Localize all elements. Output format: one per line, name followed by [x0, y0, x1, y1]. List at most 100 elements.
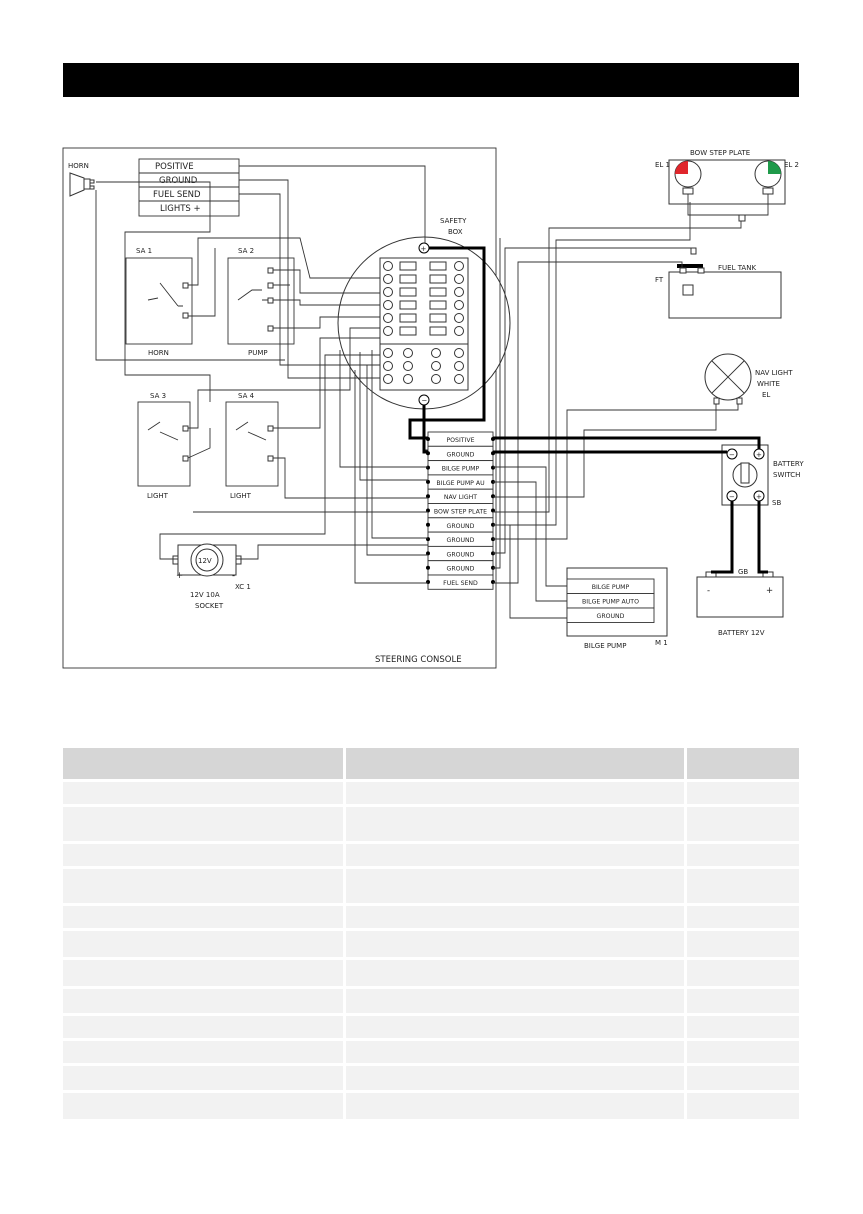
- legend-table-row: [63, 1066, 799, 1093]
- switch-sa3: [137, 401, 191, 487]
- el1-label: EL 1: [655, 161, 670, 169]
- terminal-label: FUEL SEND: [443, 580, 478, 587]
- legend-table-cell: [687, 869, 799, 903]
- legend-table-cell: [63, 906, 343, 928]
- sa3-label: SA 3: [150, 392, 166, 400]
- terminal-bow-step-plate: BOW STEP PLATE: [426, 503, 495, 519]
- pump-switch-label: PUMP: [248, 349, 268, 357]
- legend-table-cell: [687, 1093, 799, 1119]
- legend-table-cell: [63, 1066, 343, 1090]
- legend-table-cell: [346, 782, 684, 804]
- terminal-label: GROUND: [447, 551, 475, 558]
- legend-table-row: [63, 989, 799, 1016]
- legend-table-row: [63, 782, 799, 807]
- socket-minus: -: [232, 571, 235, 581]
- legend-table-cell: [687, 906, 799, 928]
- battery-label: BATTERY 12V: [718, 629, 765, 637]
- battery-switch-label-1: BATTERY: [773, 460, 804, 468]
- terminal-label: GROUND: [447, 523, 475, 530]
- connector-fuel-send: FUEL SEND: [153, 190, 201, 200]
- terminal-label: POSITIVE: [446, 437, 474, 444]
- connector-positive: POSITIVE: [155, 162, 194, 172]
- gb-label: GB: [738, 568, 748, 576]
- legend-table-cell: [346, 931, 684, 957]
- horn-switch-label: HORN: [148, 349, 169, 357]
- legend-table-cell: [687, 1066, 799, 1090]
- legend-table-cell: [346, 960, 684, 986]
- terminal-label: GROUND: [447, 537, 475, 544]
- safety-box: + −: [337, 236, 511, 410]
- sa4-label: SA 4: [238, 392, 255, 400]
- socket-plus: +: [176, 571, 183, 581]
- legend-table-cell: [63, 782, 343, 804]
- wiring-diagram: STEERING CONSOLE HORN POSITIVE GROUND FU…: [62, 147, 804, 669]
- legend-table-cell: [687, 931, 799, 957]
- legend-table-row: [63, 1041, 799, 1066]
- socket-xc1: XC 1: [235, 583, 251, 591]
- safety-box-label-1: SAFETY: [440, 217, 467, 225]
- legend-table-cell: [687, 782, 799, 804]
- legend-table-row: [63, 1093, 799, 1122]
- legend-table-cell: [346, 1066, 684, 1090]
- battery-switch: − + − +: [721, 444, 769, 506]
- legend-table-cell: [687, 960, 799, 986]
- legend-header-cell-1: [63, 748, 343, 779]
- legend-table-row: [63, 1016, 799, 1041]
- fuel-tank-label: FUEL TANK: [718, 264, 756, 272]
- nav-light-label: NAV LIGHT: [755, 369, 793, 377]
- legend-table-cell: [346, 1093, 684, 1119]
- socket-voltage: 12V: [198, 557, 212, 565]
- legend-table-cell: [63, 869, 343, 903]
- terminal-bilge-pump-au: BILGE PUMP AU: [426, 474, 495, 490]
- legend-table-cell: [346, 869, 684, 903]
- pump-terminal-label: BILGE PUMP AUTO: [582, 599, 639, 606]
- terminal-ground: GROUND: [426, 445, 495, 462]
- legend-table-cell: [346, 807, 684, 841]
- legend-table-cell: [687, 989, 799, 1013]
- m1-label: M 1: [655, 639, 668, 647]
- terminal-ground: GROUND: [426, 560, 495, 576]
- battery-plus: +: [766, 586, 773, 596]
- terminal-label: GROUND: [447, 566, 475, 573]
- legend-table-cell: [687, 1041, 799, 1063]
- light-switch-2-label: LIGHT: [230, 492, 252, 500]
- pump-terminal: GROUND: [566, 607, 655, 623]
- legend-table-row: [63, 931, 799, 960]
- legend-table-cell: [63, 931, 343, 957]
- legend-table-cell: [63, 1093, 343, 1119]
- switch-sa4: [225, 401, 279, 487]
- nav-light-color: WHITE: [757, 380, 780, 388]
- bow-step-plate-label: BOW STEP PLATE: [690, 149, 750, 157]
- legend-table-cell: [63, 989, 343, 1013]
- pump-terminal: BILGE PUMP: [566, 578, 655, 594]
- terminal-ground: GROUND: [426, 545, 495, 562]
- console-connector-block: [138, 158, 240, 217]
- steering-console-label: STEERING CONSOLE: [375, 655, 462, 665]
- horn-icon: [69, 172, 95, 197]
- light-switch-1-label: LIGHT: [147, 492, 169, 500]
- ft-label: FT: [655, 276, 664, 284]
- legend-table-cell: [346, 844, 684, 866]
- pump-terminal: BILGE PUMP AUTO: [566, 593, 655, 609]
- pump-terminal-label: BILGE PUMP: [592, 584, 630, 591]
- legend-table-cell: [63, 844, 343, 866]
- terminal-label: BOW STEP PLATE: [434, 509, 487, 516]
- legend-table-cell: [346, 1016, 684, 1038]
- legend-table-row: [63, 960, 799, 989]
- el2-label: EL 2: [784, 161, 799, 169]
- switch-sa1: [125, 257, 193, 345]
- legend-table-cell: [63, 960, 343, 986]
- svg-text:+: +: [421, 245, 427, 253]
- socket-label: SOCKET: [195, 602, 224, 610]
- sb-label: SB: [772, 499, 781, 507]
- legend-table-row: [63, 844, 799, 869]
- switch-sa2: [227, 257, 295, 345]
- socket-rating: 12V 10A: [190, 591, 220, 599]
- legend-header-cell-3: [687, 748, 799, 779]
- legend-table-cell: [346, 989, 684, 1013]
- legend-table-cell: [687, 844, 799, 866]
- terminal-ground: GROUND: [426, 531, 495, 547]
- legend-table-row: [63, 807, 799, 844]
- legend-table-cell: [63, 1041, 343, 1063]
